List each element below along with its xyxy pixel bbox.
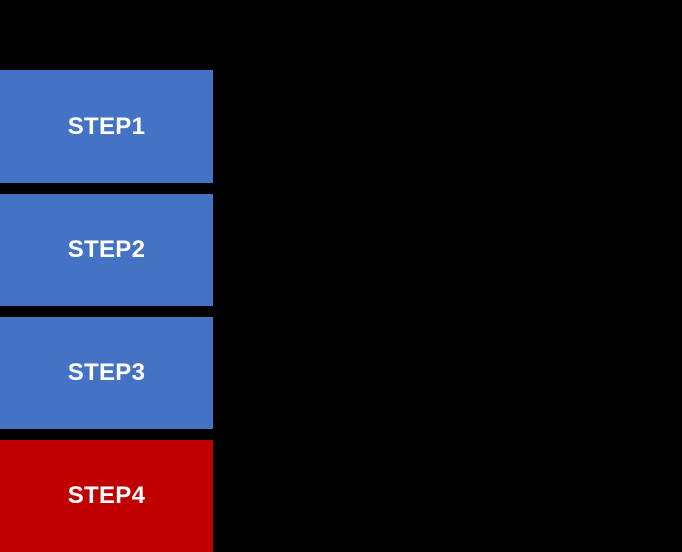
step-block-4[interactable]: STEP4 bbox=[0, 440, 213, 552]
step-block-1[interactable]: STEP1 bbox=[0, 70, 213, 183]
step-block-2[interactable]: STEP2 bbox=[0, 194, 213, 306]
step-block-2-label: STEP2 bbox=[67, 236, 146, 263]
step-block-3-label: STEP3 bbox=[67, 359, 146, 386]
step-block-1-label: STEP1 bbox=[67, 112, 146, 140]
step-block-4-label: STEP4 bbox=[67, 482, 146, 509]
step-block-3[interactable]: STEP3 bbox=[0, 317, 213, 429]
